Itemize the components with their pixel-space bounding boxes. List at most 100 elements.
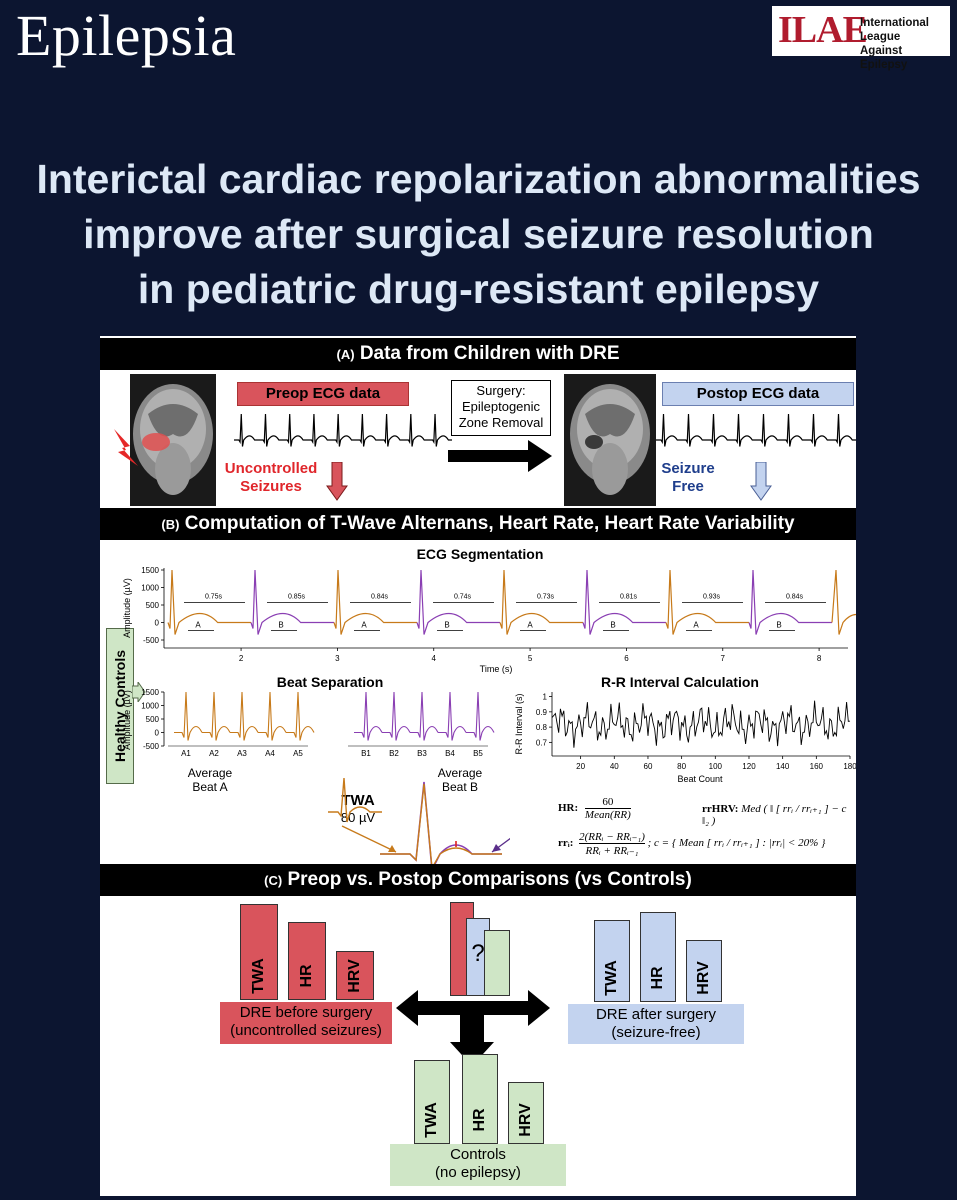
controls-line1: Controls	[450, 1146, 506, 1163]
ecg-beat-segment	[416, 569, 500, 635]
beat-sep-y-tick-label: 1000	[141, 702, 159, 711]
section-a-heading: Data from Children with DRE	[359, 343, 620, 364]
beat-a-beat	[174, 691, 203, 741]
controls-bar-twa: TWA	[414, 1060, 450, 1144]
controls-bar-twa-label: TWA	[423, 1102, 440, 1138]
formula-hr: HR: 60 Mean(RR)	[558, 796, 631, 821]
formula-rri-label: rrᵢ:	[558, 837, 574, 850]
arrow-b-head-icon	[492, 844, 501, 852]
rr-x-tick-label: 160	[810, 762, 824, 771]
avg-b-line1: Average	[437, 766, 483, 780]
after-bar-hr-label: HR	[649, 966, 666, 990]
controls-bar-hr: HR	[462, 1054, 498, 1144]
ecg-beat-segment	[748, 569, 832, 635]
ecg-interval-label: 0.74s	[454, 594, 472, 601]
ecg-beat-segment	[167, 569, 251, 635]
mixed-bar-green	[484, 930, 510, 996]
healthy-controls-box: Healthy Controls	[106, 628, 134, 784]
rr-x-tick-label: 80	[677, 762, 686, 771]
formula-hr-den: Mean(RR)	[584, 809, 631, 821]
surgery-line3: Zone Removal	[458, 415, 544, 430]
beat-sep-y-tick-label: -500	[143, 742, 160, 751]
surgery-line2: Epileptogenic	[461, 399, 541, 414]
title-line-2: improve after surgical seizure resolutio…	[83, 211, 874, 257]
title-line-3: in pediatric drug-resistant epilepsy	[137, 266, 820, 312]
average-beat-a-trace	[328, 777, 382, 823]
ilae-line1: International League	[860, 17, 930, 43]
ilae-logo: ILAE International League Against Epilep…	[772, 6, 950, 71]
surgery-right-arrow-icon	[448, 440, 552, 472]
ecg-y-tick-label: 1000	[141, 584, 159, 593]
postop-ecg-label: Postop ECG data	[662, 382, 854, 406]
lightning-bolt-icon	[114, 429, 138, 466]
ecg-beat-segment	[333, 569, 417, 635]
formula-rrhrv-label: rrHRV:	[702, 803, 739, 815]
ecg-y-tick-label: 500	[146, 601, 160, 610]
twa-overlay-beat-a	[380, 783, 502, 864]
ecg-interval-label: 0.85s	[288, 594, 306, 601]
beat-a-beat-label: A1	[181, 749, 191, 758]
after-bar-hr: HR	[640, 912, 676, 1002]
rr-x-tick-label: 100	[709, 762, 723, 771]
after-bar-hrv: HRV	[686, 940, 722, 1002]
beat-a-beat	[286, 691, 315, 741]
ecg-beat-segment	[665, 569, 749, 635]
beat-sep-y-axis-label: Amplitude (µV)	[122, 690, 132, 750]
formula-rri-den: RRᵢ + RRᵢ₋₁	[585, 845, 639, 857]
controls-caption: Controls (no epilepsy)	[390, 1144, 566, 1186]
rr-y-tick-label: 1	[543, 693, 548, 702]
ecg-interval-label: 0.81s	[620, 594, 638, 601]
before-bar-twa: TWA	[240, 904, 278, 1000]
beat-b-beat-label: B4	[445, 749, 455, 758]
ecg-x-tick-label: 6	[624, 654, 629, 663]
after-line1: DRE after surgery	[595, 1006, 717, 1023]
ilae-logo-mark: ILAE	[778, 9, 868, 51]
ilae-logo-text: International League Against Epilepsy	[860, 16, 950, 72]
rr-x-tick-label: 140	[776, 762, 790, 771]
avg-a-line2: Beat A	[192, 780, 228, 794]
ecg-beat-tag: B	[278, 621, 283, 630]
ecg-beat-tag: A	[361, 621, 367, 630]
uncontrolled-seizures-label: Uncontrolled Seizures	[216, 460, 326, 496]
average-beat-b-label: Average Beat B	[422, 766, 498, 794]
rr-x-axis-label: Beat Count	[677, 774, 723, 784]
rr-x-tick-label: 20	[576, 762, 585, 771]
beat-b-beat	[354, 691, 383, 741]
ecg-y-tick-label: 1500	[141, 566, 159, 575]
ecg-x-tick-label: 8	[817, 654, 822, 663]
beat-sep-y-tick-label: 0	[155, 729, 160, 738]
down-arrow-red-icon	[326, 462, 348, 501]
postop-brain-mri-image	[564, 374, 656, 506]
section-b-tag: (B)	[161, 517, 180, 532]
ecg-interval-label: 0.75s	[205, 594, 223, 601]
rr-x-tick-label: 120	[742, 762, 756, 771]
ecg-x-tick-label: 7	[721, 654, 726, 663]
section-a-tag: (A)	[336, 347, 355, 362]
before-line2: (uncontrolled seizures)	[230, 1022, 382, 1039]
down-arrow-blue-icon	[750, 462, 772, 501]
healthy-controls-arrow-icon	[132, 682, 146, 702]
comparison-arrows-icon	[396, 990, 550, 1066]
ecg-interval-label: 0.84s	[371, 594, 389, 601]
journal-title: Epilepsia	[16, 3, 237, 68]
controls-bar-hr-label: HR	[471, 1108, 488, 1132]
preop-ecg-label: Preop ECG data	[237, 382, 409, 406]
beat-b-beat-label: B5	[473, 749, 483, 758]
ecg-beat-tag: B	[610, 621, 615, 630]
ecg-y-tick-label: -500	[143, 636, 160, 645]
ecg-beat-tag: A	[693, 621, 699, 630]
dre-after-surgery-caption: DRE after surgery (seizure-free)	[568, 1004, 744, 1044]
ecg-beat-tag: B	[444, 621, 449, 630]
ilae-line2: Against Epilepsy	[860, 45, 908, 71]
beat-sep-y-tick-label: 500	[146, 715, 160, 724]
rr-y-tick-label: 0.9	[536, 708, 548, 717]
ecg-beat-tag: A	[195, 621, 201, 630]
beat-b-beat	[438, 691, 467, 741]
uncontrolled-line2: Seizures	[240, 478, 302, 495]
rr-x-tick-label: 180	[843, 762, 856, 771]
preop-ecg-trace	[234, 413, 452, 447]
ecg-x-tick-label: 2	[239, 654, 244, 663]
